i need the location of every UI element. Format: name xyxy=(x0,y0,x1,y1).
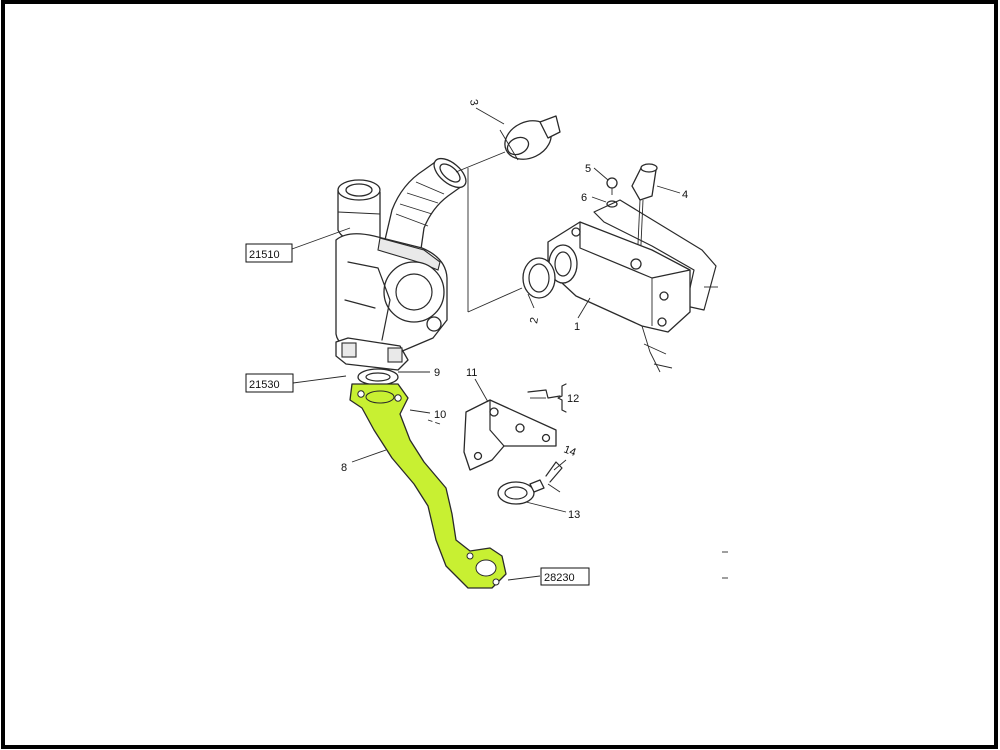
callouts: 1 2 3 4 5 6 8 9 10 11 12 13 14 xyxy=(341,98,688,521)
gasket-ring-2 xyxy=(522,257,556,299)
flange-hole xyxy=(492,578,500,586)
turbocharger xyxy=(335,157,467,371)
fitting-4 xyxy=(631,163,658,267)
exhaust-pipe-8 xyxy=(349,383,507,589)
callout-1: 1 xyxy=(574,321,580,333)
assembly-lines xyxy=(455,151,523,313)
flange-hole xyxy=(466,552,474,560)
gasket-outline xyxy=(593,199,718,311)
callout-13: 13 xyxy=(568,509,580,521)
leader-lines xyxy=(291,107,681,581)
flange-hole xyxy=(394,394,402,402)
ref-21530-label: 21530 xyxy=(249,379,280,391)
part-14 xyxy=(545,461,563,493)
clamp-13 xyxy=(497,479,567,513)
callout-12: 12 xyxy=(567,393,579,405)
callout-3: 3 xyxy=(467,98,480,106)
callout-14: 14 xyxy=(562,444,578,459)
bolt-5 xyxy=(606,177,618,195)
pipe-outlet xyxy=(475,559,497,577)
callout-6: 6 xyxy=(581,192,587,204)
ref-21510: 21510 xyxy=(245,243,293,263)
callout-10: 10 xyxy=(434,409,446,421)
callout-9: 9 xyxy=(434,367,440,379)
pipe-inlet xyxy=(365,390,395,404)
manifold-1 xyxy=(547,221,691,373)
callout-5: 5 xyxy=(585,163,591,175)
callout-2: 2 xyxy=(528,316,541,324)
valve-3 xyxy=(499,115,561,161)
bolts-12 xyxy=(527,383,567,413)
callout-11: 11 xyxy=(466,367,477,379)
ref-21530: 21530 xyxy=(245,373,294,393)
callout-8: 8 xyxy=(341,462,347,474)
pipe-body xyxy=(349,383,507,589)
callout-4: 4 xyxy=(682,189,688,201)
gasket-ring-9 xyxy=(357,368,399,386)
ref-21510-label: 21510 xyxy=(249,249,280,261)
flange-hole xyxy=(357,390,365,398)
bracket-11 xyxy=(463,378,557,471)
ref-28230-label: 28230 xyxy=(544,572,575,584)
ref-28230: 28230 xyxy=(540,567,590,586)
